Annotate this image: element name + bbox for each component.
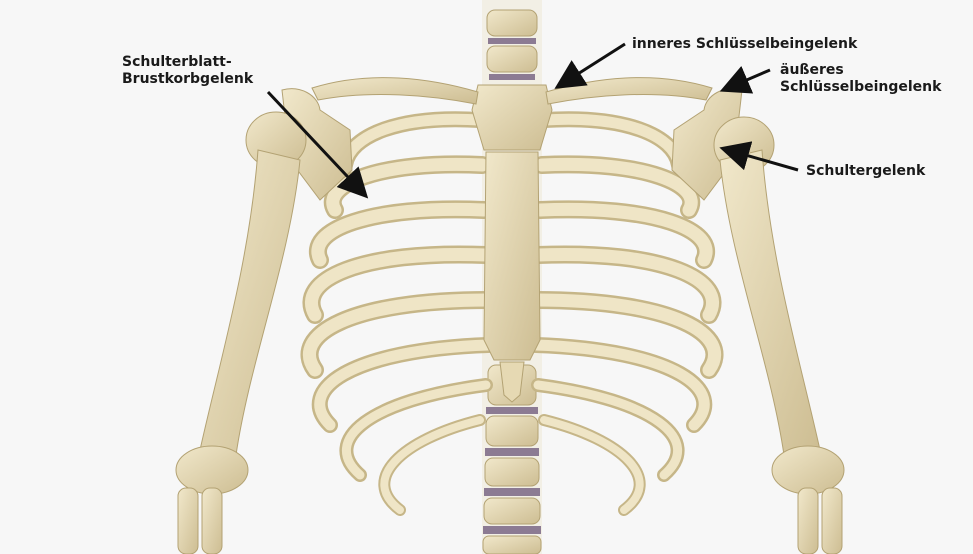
label-glenohumeral-joint: Schultergelenk xyxy=(806,163,925,180)
label-line-1: äußeres xyxy=(780,62,941,79)
label-line-1: Schulterblatt- xyxy=(122,54,253,71)
label-line-1: Schultergelenk xyxy=(806,163,925,180)
label-line-2: Brustkorbgelenk xyxy=(122,71,253,88)
label-line-1: inneres Schlüsselbeingelenk xyxy=(632,36,857,53)
label-line-2: Schlüsselbeingelenk xyxy=(780,79,941,96)
label-scapulothoracic-joint: Schulterblatt- Brustkorbgelenk xyxy=(122,54,253,88)
label-acromioclavicular-joint: äußeres Schlüsselbeingelenk xyxy=(780,62,941,96)
arrow-sternoclavicular xyxy=(562,44,625,84)
arrow-acromioclavicular xyxy=(728,70,770,88)
label-sternoclavicular-joint: inneres Schlüsselbeingelenk xyxy=(632,36,857,53)
